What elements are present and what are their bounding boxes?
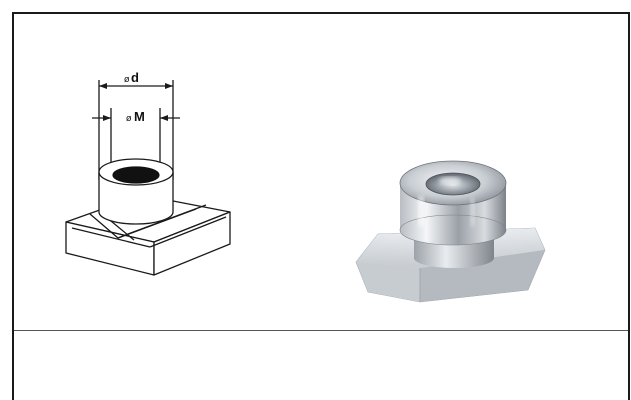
- dimension-d: [98, 80, 174, 180]
- technical-drawing: [65, 80, 231, 276]
- m-symbol: ø: [126, 114, 132, 124]
- t-slot-nut-photo: [355, 160, 546, 303]
- caption-divider: [14, 330, 628, 331]
- t-nut-collar-outline: [98, 158, 174, 225]
- dimension-m: [92, 108, 180, 165]
- d-symbol: ø: [124, 75, 130, 85]
- figure-frame: [12, 12, 630, 400]
- m-label: M: [134, 109, 145, 124]
- d-label: d: [131, 70, 139, 85]
